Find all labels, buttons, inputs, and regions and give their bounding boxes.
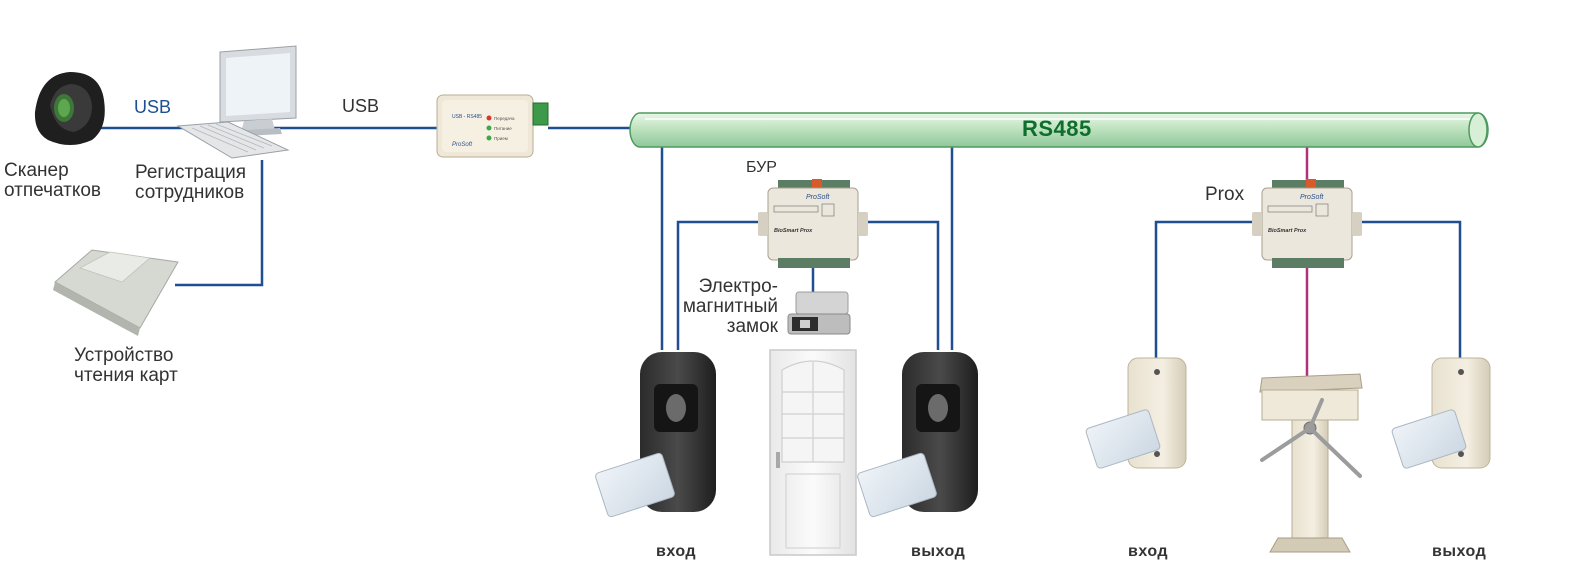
prox-model: BioSmart Prox [1268,228,1307,234]
wire-prox-reader1 [1154,220,1262,360]
lock-label: Электро- магнитный замок [682,276,778,337]
entry-label-1: вход [656,543,697,560]
door-icon [769,349,857,556]
usb-rs485-converter-icon: USB - RS485 Передача Питание Прием ProSo… [436,94,549,158]
card-reader-label: Устройство чтения карт [74,345,178,386]
biometric-reader-exit-icon [857,352,978,518]
bur-controller-icon: ProSoft BioSmart Prox [758,179,868,268]
wire-prox-reader2 [1350,220,1462,360]
converter-led-2: Питание [494,126,512,131]
exit-label-2: выход [1432,543,1487,560]
desk-card-reader-icon [53,249,179,336]
prox-reader-exit-icon [1391,357,1491,469]
rs485-label: RS485 [1022,116,1092,141]
wire-bur-reader2 [858,220,940,350]
converter-led-3: Прием [494,136,508,141]
wire-pc-cardreader [175,160,264,287]
bur-label: БУР [746,159,777,176]
converter-brand: ProSoft [452,142,472,148]
exit-label-1: выход [911,543,966,560]
bur-model: BioSmart Prox [774,228,813,234]
usb-label-left: USB [134,97,172,117]
wires [95,126,1462,360]
converter-led-1: Передача [494,116,515,121]
scanner-label: Сканер отпечатков [4,160,102,201]
prox-reader-entry-icon [1085,357,1187,469]
turnstile-icon [1259,373,1363,553]
biometric-reader-entry-icon [595,352,716,518]
wire-bur-reader1 [676,220,770,350]
registration-label: Регистрация сотрудников [135,162,247,203]
bur-brand: ProSoft [806,194,830,201]
usb-label-right: USB [342,96,380,116]
converter-model-text: USB - RS485 [452,114,482,120]
pc-workstation-icon [176,45,297,159]
electromagnetic-lock-icon [787,291,851,335]
fingerprint-scanner-icon [34,72,105,145]
rs485-bus [629,112,1489,148]
prox-label: Prox [1205,184,1245,205]
prox-controller-icon: ProSoft BioSmart Prox [1252,179,1362,268]
entry-label-2: вход [1128,543,1169,560]
prox-brand: ProSoft [1300,194,1324,201]
